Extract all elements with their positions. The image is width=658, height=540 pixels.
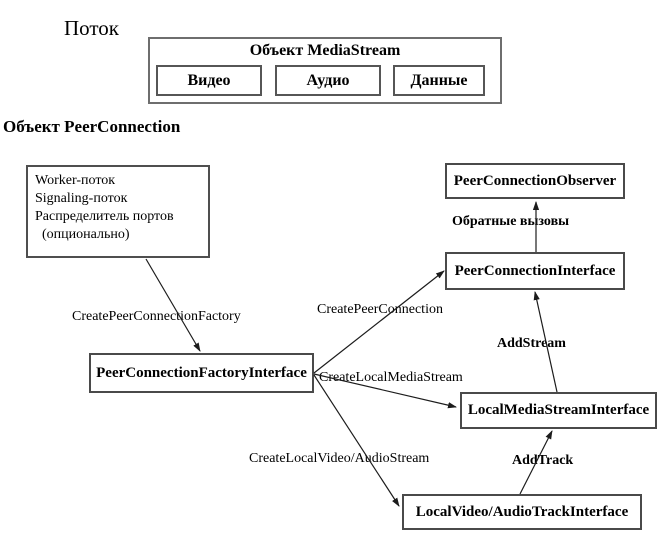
video-box: Видео [156, 65, 262, 96]
edge-label-create-local-media-stream: CreateLocalMediaStream [319, 370, 463, 385]
worker-thread-line: Worker-поток [35, 173, 116, 188]
edge-label-create-peer-connection: CreatePeerConnection [317, 302, 443, 317]
edge-label-create-local-video-audio-stream: CreateLocalVideo/AudioStream [249, 451, 430, 466]
peerconnection-section-title: Объект PeerConnection [3, 117, 181, 136]
edge-create-local-video-audio-stream-line [313, 374, 400, 507]
thread-label: Поток [64, 16, 119, 40]
peer-connection-factory-interface-box: PeerConnectionFactoryInterface [89, 353, 314, 393]
peer-connection-interface-box: PeerConnectionInterface [445, 252, 625, 290]
edge-create-peer-connection-line [313, 270, 445, 374]
edge-create-peer-connection-factory-line [145, 258, 201, 352]
data-box: Данные [393, 65, 485, 96]
edge-label-callbacks: Обратные вызовы [452, 214, 570, 229]
port-allocator-line: Распределитель портов [35, 209, 174, 224]
edge-label-add-stream: AddStream [497, 336, 566, 351]
peer-connection-observer-box: PeerConnectionObserver [445, 163, 625, 199]
worker-threads-box: Worker-поток Signaling-поток Распределит… [26, 165, 210, 258]
signaling-thread-line: Signaling-поток [35, 191, 128, 206]
audio-box: Аудио [275, 65, 381, 96]
mediastream-title: Объект MediaStream [249, 42, 401, 59]
local-video-audio-track-interface-box: LocalVideo/AudioTrackInterface [402, 494, 642, 530]
local-media-stream-interface-box: LocalMediaStreamInterface [460, 392, 657, 429]
edge-label-create-peer-connection-factory: CreatePeerConnectionFactory [72, 309, 241, 324]
edge-label-add-track: AddTrack [512, 453, 574, 468]
optional-line: (опционально) [42, 227, 130, 242]
